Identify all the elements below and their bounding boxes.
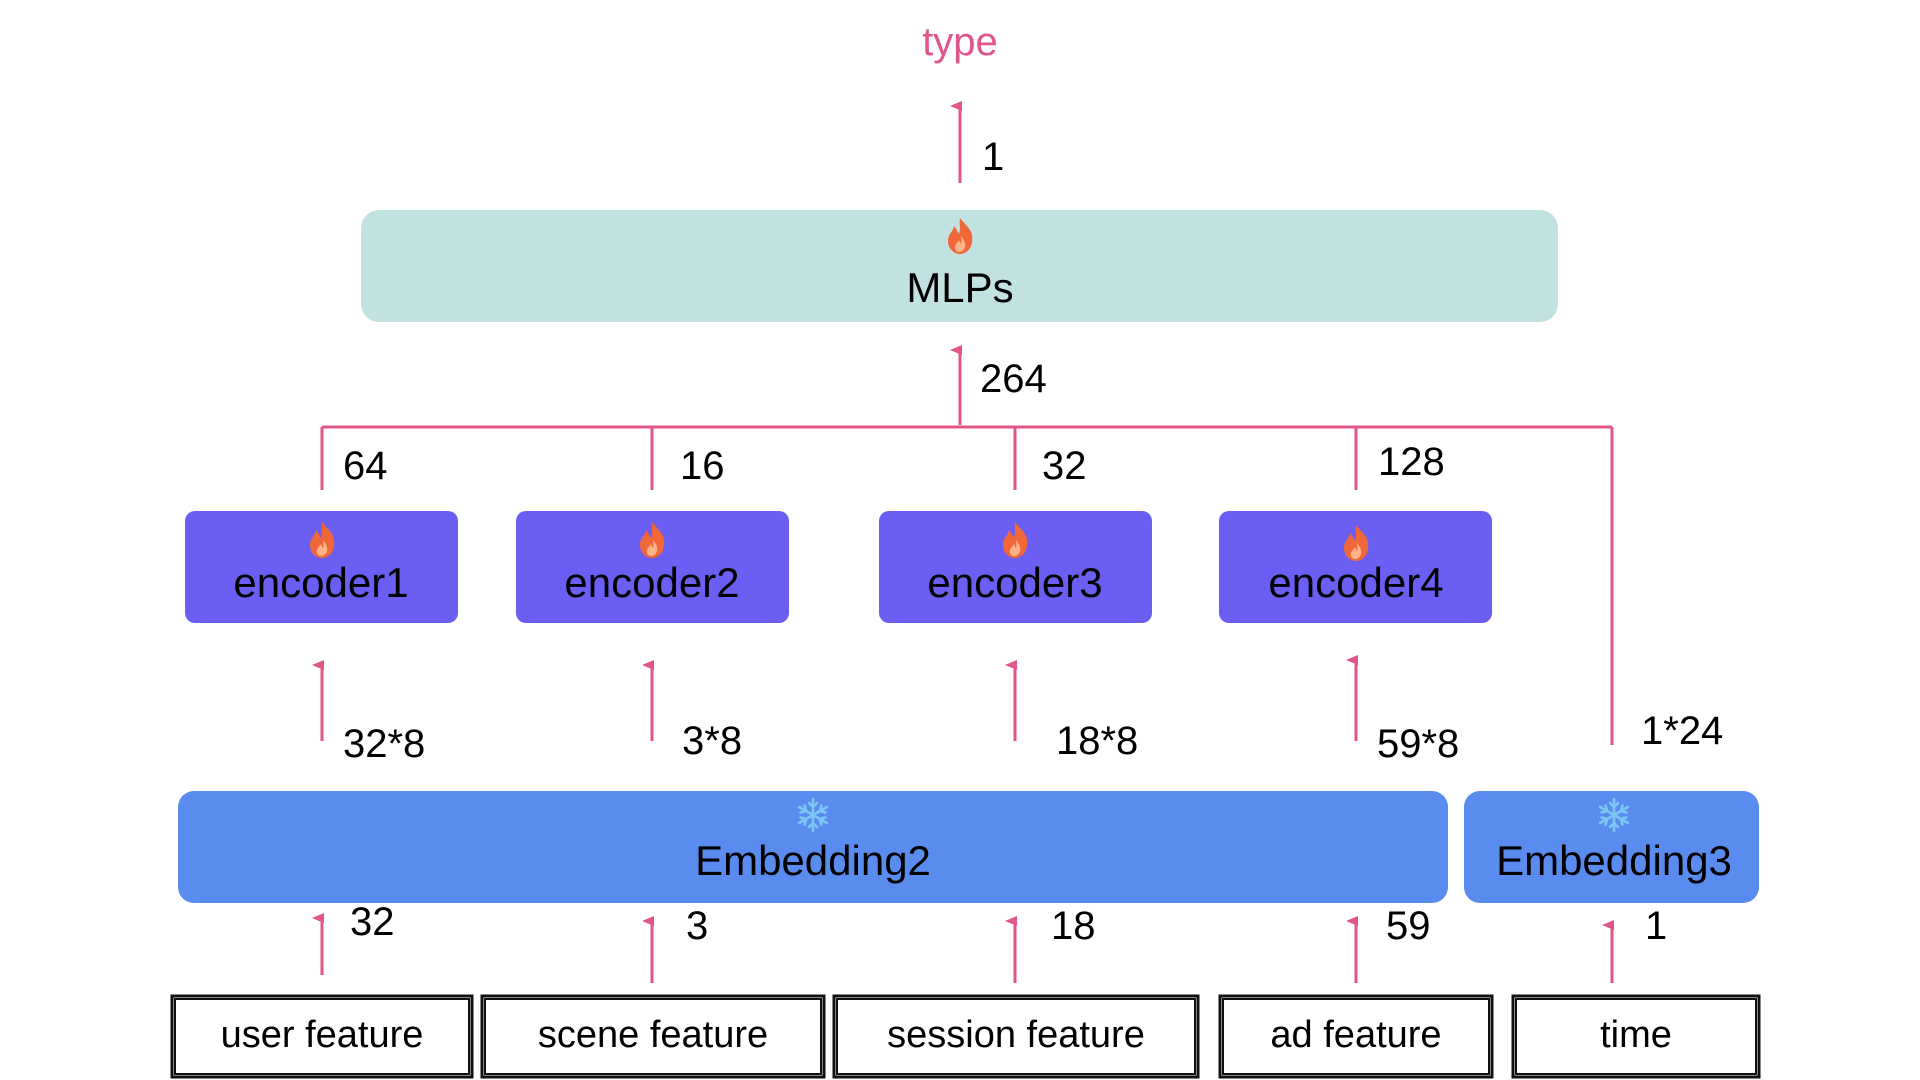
output-dim: 1: [982, 135, 1004, 179]
scene-feature-dim: 3: [686, 904, 708, 948]
session-feature-label: session feature: [887, 1014, 1145, 1056]
time-dim: 1: [1645, 904, 1667, 948]
concat-dim: 264: [980, 357, 1047, 401]
encoder4-in-dim: 59*8: [1377, 722, 1459, 766]
embedding3-box: [1464, 791, 1759, 903]
encoder1-box: [185, 511, 458, 623]
encoder4-out-dim: 128: [1378, 440, 1445, 484]
encoder1-block: encoder1: [185, 511, 458, 623]
encoder3-out-dim: 32: [1042, 444, 1087, 488]
embedding3-label: Embedding3: [1496, 837, 1732, 884]
encoder1-in-dim: 32*8: [343, 722, 425, 766]
embedding2-label: Embedding2: [695, 837, 931, 884]
encoder2-label: encoder2: [564, 559, 739, 606]
mlp-label: MLPs: [906, 264, 1013, 311]
encoder2-in-dim: 3*8: [682, 719, 742, 763]
encoder4-block: encoder4: [1219, 511, 1492, 623]
input-scene-feature: scene feature: [480, 994, 826, 1079]
scene-feature-label: scene feature: [538, 1014, 768, 1056]
input-ad-feature: ad feature: [1218, 994, 1494, 1079]
input-user-feature: user feature: [170, 994, 474, 1079]
encoder3-block: encoder3: [879, 511, 1152, 623]
encoder2-out-dim: 16: [680, 444, 725, 488]
user-feature-label: user feature: [221, 1014, 424, 1056]
encoder3-box: [879, 511, 1152, 623]
output-label: type: [922, 20, 998, 64]
ad-feature-dim: 59: [1386, 904, 1431, 948]
embedding2-box: [178, 791, 1448, 903]
encoder2-block: encoder2: [516, 511, 789, 623]
encoder3-in-dim: 18*8: [1056, 719, 1138, 763]
embedding3-out-dim: 1*24: [1641, 709, 1723, 753]
time-label: time: [1600, 1014, 1672, 1056]
mlp-box: [361, 210, 1558, 322]
user-feature-dim: 32: [350, 900, 395, 944]
encoder1-label: encoder1: [233, 559, 408, 606]
input-session-feature: session feature: [832, 994, 1200, 1079]
encoder3-label: encoder3: [927, 559, 1102, 606]
embedding2-block: Embedding2: [178, 791, 1448, 903]
ad-feature-label: ad feature: [1270, 1014, 1441, 1056]
input-time: time: [1511, 994, 1761, 1079]
encoder2-box: [516, 511, 789, 623]
session-feature-dim: 18: [1051, 904, 1096, 948]
embedding3-block: Embedding3: [1464, 791, 1759, 903]
encoder4-box: [1219, 511, 1492, 623]
mlp-block: MLPs: [361, 210, 1558, 322]
encoder4-label: encoder4: [1268, 559, 1443, 606]
encoder1-out-dim: 64: [343, 444, 388, 488]
